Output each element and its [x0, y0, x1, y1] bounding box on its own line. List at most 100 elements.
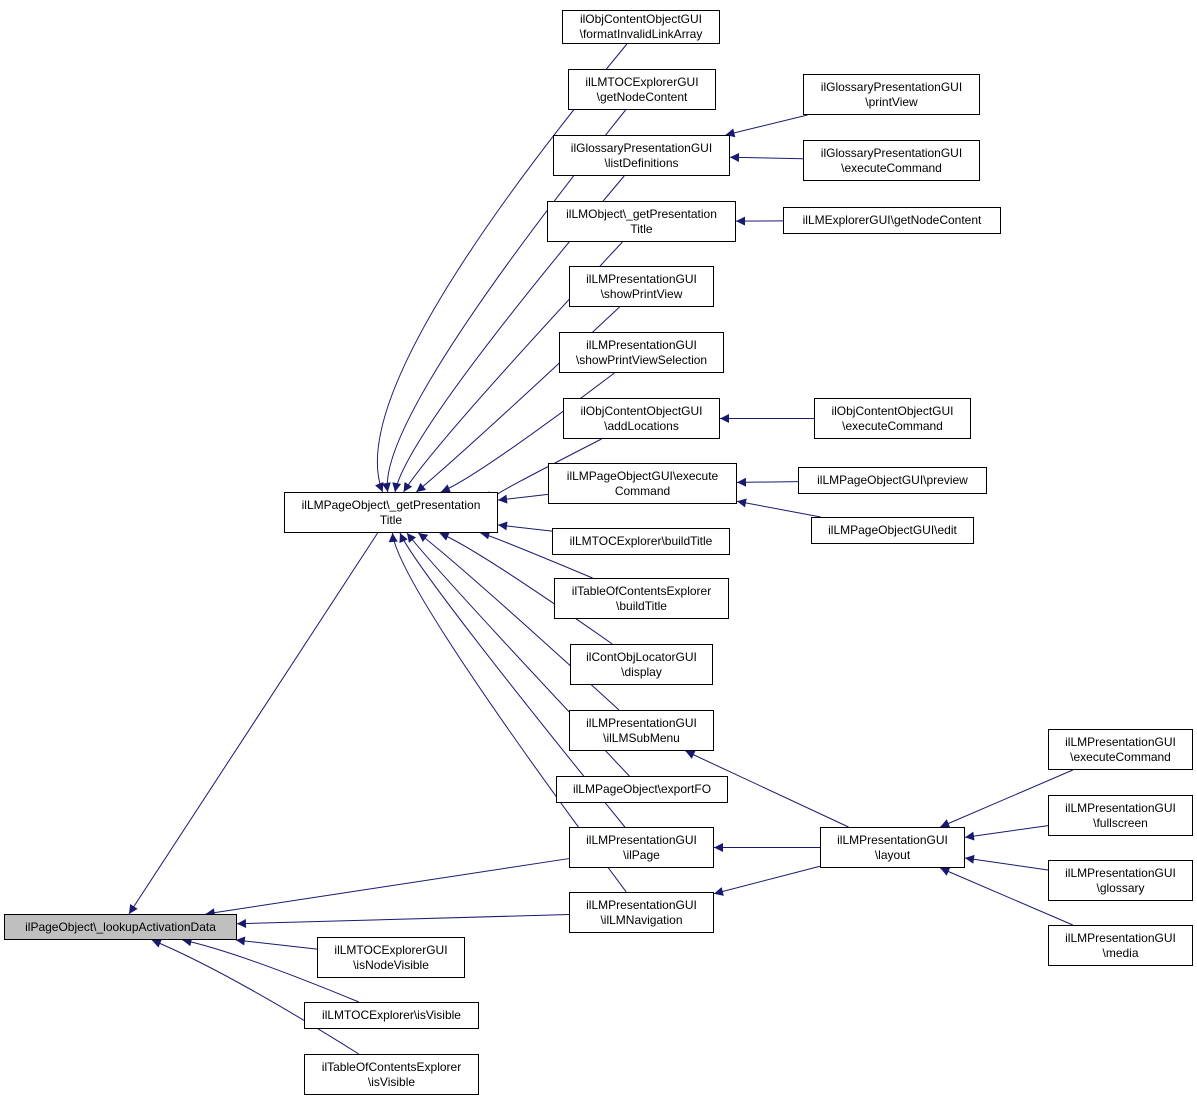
edge-pageExec-to-getPresTitle	[497, 493, 549, 504]
graph-node[interactable]: ilTableOfContentsExplorer\isVisible	[304, 1054, 479, 1095]
node-label-line: ilLMPresentationGUI	[586, 337, 697, 352]
node-label-line: ilLMTOCExplorer\isVisible	[322, 1008, 461, 1022]
edge-glossary-to-layout	[964, 854, 1049, 871]
graph-node[interactable]: ilLMPresentationGUI\layout	[820, 827, 965, 868]
graph-node[interactable]: ilLMPresentationGUI\media	[1048, 925, 1193, 966]
edge-presExec-to-layout	[939, 769, 1074, 828]
graph-node[interactable]: ilLMExplorerGUI\getNodeContent	[783, 207, 1001, 234]
node-label-line: ilLMPresentationGUI	[586, 832, 697, 847]
node-label-line: Title	[630, 221, 653, 236]
node-label-line: \media	[1102, 945, 1139, 960]
graph-node[interactable]: ilLMPresentationGUI\executeCommand	[1048, 729, 1193, 770]
node-label-line: Title	[379, 512, 403, 527]
node-label-line: ilObjContentObjectGUI	[580, 403, 703, 418]
graph-node[interactable]: ilObjContentObjectGUI\formatInvalidLinkA…	[562, 10, 720, 44]
node-label-line: ilLMPageObjectGUI\execute	[566, 468, 719, 483]
node-label-line: \addLocations	[604, 418, 679, 433]
node-label-line: ilGlossaryPresentationGUI	[820, 79, 963, 94]
graph-node[interactable]: ilLMPresentationGUI\ilPage	[569, 827, 714, 868]
node-label-line: \formatInvalidLinkArray	[579, 27, 703, 41]
graph-node[interactable]: ilLMPageObjectGUI\preview	[798, 467, 987, 494]
graph-node[interactable]: ilObjContentObjectGUI\addLocations	[563, 398, 720, 439]
graph-node[interactable]: ilContObjLocatorGUI\display	[570, 644, 713, 685]
graph-node[interactable]: ilLMTOCExplorerGUI\getNodeContent	[568, 69, 716, 110]
node-label-line: ilLMTOCExplorerGUI	[334, 942, 448, 957]
edge-showPrintSel-to-getPresTitle	[440, 372, 615, 493]
graph-node[interactable]: ilLMTOCExplorer\buildTitle	[552, 528, 730, 555]
graph-node[interactable]: ilTableOfContentsExplorer\buildTitle	[554, 578, 729, 619]
edge-pageEdit-to-pageExec	[736, 498, 821, 518]
node-label-line: \executeCommand	[841, 160, 942, 175]
node-label-line: \showPrintView	[600, 286, 683, 301]
edge-media-to-layout	[939, 867, 1074, 926]
graph-node[interactable]: ilLMPresentationGUI\ilLMNavigation	[569, 892, 714, 933]
edge-tocBuild-to-getPresTitle	[497, 521, 553, 532]
graph-node[interactable]: ilLMPresentationGUI\showPrintViewSelecti…	[559, 332, 724, 373]
graph-node[interactable]: ilLMPresentationGUI\glossary	[1048, 860, 1193, 901]
graph-node[interactable]: ilObjContentObjectGUI\executeCommand	[814, 398, 971, 439]
node-label-line: ilPageObject\_lookupActivationData	[25, 919, 216, 934]
node-label-line: \executeCommand	[1070, 749, 1171, 764]
edge-addLoc-to-getPresTitle	[488, 438, 602, 501]
graph-node[interactable]: ilLMPageObject\exportFO	[556, 776, 728, 803]
node-label-line: ilLMPresentationGUI	[586, 715, 697, 730]
node-label-line: ilLMPageObjectGUI\edit	[828, 523, 957, 537]
edge-locator-to-getPresTitle	[439, 532, 613, 645]
edge-ilPage-to-root	[205, 858, 570, 918]
node-label-line: ilTableOfContentsExplorer	[321, 1059, 462, 1074]
node-label-line: ilTableOfContentsExplorer	[571, 583, 712, 598]
graph-node[interactable]: ilLMPageObjectGUI\edit	[811, 517, 974, 544]
node-label-line: \printView	[865, 94, 918, 109]
graph-node[interactable]: ilGlossaryPresentationGUI\listDefinition…	[553, 135, 730, 176]
edge-tocIsVisible-to-root	[182, 937, 360, 1003]
node-label-line: \layout	[874, 847, 911, 862]
node-label-line: Command	[614, 483, 671, 498]
node-label-line: \fullscreen	[1093, 815, 1148, 830]
graph-node[interactable]: ilLMPresentationGUI\ilLMSubMenu	[569, 710, 714, 751]
graph-node[interactable]: ilGlossaryPresentationGUI\printView	[803, 74, 980, 115]
graph-node[interactable]: ilLMTOCExplorer\isVisible	[304, 1002, 479, 1029]
node-label-line: \glossary	[1096, 880, 1145, 895]
node-label-line: \ilPage	[623, 847, 660, 862]
edge-fullscreen-to-layout	[964, 825, 1049, 841]
edge-getPresTitle-to-root	[128, 532, 379, 915]
edge-glossPrint-to-glossList	[725, 114, 808, 138]
node-label-line: \buildTitle	[616, 598, 667, 613]
node-label-line: ilLMPageObject\exportFO	[572, 782, 712, 796]
edge-tableIsVisible-to-root	[151, 939, 360, 1055]
node-label-line: ilLMPresentationGUI	[1065, 865, 1176, 880]
graph-node[interactable]: ilGlossaryPresentationGUI\executeCommand	[803, 140, 980, 181]
node-label-line: \display	[621, 664, 662, 679]
node-label-line: ilLMPresentationGUI	[1065, 734, 1176, 749]
graph-node[interactable]: ilLMPresentationGUI\showPrintView	[569, 266, 714, 307]
graph-node[interactable]: ilLMTOCExplorerGUI\isNodeVisible	[317, 937, 465, 978]
edge-navigation-to-root	[236, 914, 570, 929]
node-label-line: ilLMPresentationGUI	[837, 832, 948, 847]
node-label-line: ilLMTOCExplorer\buildTitle	[569, 534, 713, 548]
edge-glossExec-to-glossList	[729, 152, 804, 162]
node-label-line: \showPrintViewSelection	[575, 352, 708, 367]
node-label-line: \isVisible	[367, 1074, 416, 1089]
node-label-line: ilLMPageObject\_getPresentation	[301, 497, 481, 512]
edge-pagePreview-to-pageExec	[736, 477, 799, 487]
node-label-line: ilLMPresentationGUI	[586, 271, 697, 286]
node-label-line: ilGlossaryPresentationGUI	[570, 140, 713, 155]
node-label-line: ilLMExplorerGUI\getNodeContent	[802, 213, 982, 227]
node-label-line: ilLMTOCExplorerGUI	[585, 74, 699, 89]
edge-tableBuild-to-getPresTitle	[480, 530, 593, 579]
node-label-line: \getNodeContent	[596, 89, 688, 104]
edge-navigation-to-getPresTitle	[388, 532, 627, 893]
node-label-line: \executeCommand	[842, 418, 943, 433]
node-label-line: \ilLMSubMenu	[603, 730, 680, 745]
node-label-line: \ilLMNavigation	[600, 912, 683, 927]
edge-ilPage-to-getPresTitle	[399, 532, 626, 828]
node-label-line: ilObjContentObjectGUI	[831, 403, 954, 418]
node-label-line: \isNodeVisible	[353, 957, 429, 972]
graph-node[interactable]: ilLMPresentationGUI\fullscreen	[1048, 795, 1193, 836]
node-label-line: ilLMPresentationGUI	[586, 897, 697, 912]
node-label-line: ilLMPageObjectGUI\preview	[817, 473, 968, 487]
